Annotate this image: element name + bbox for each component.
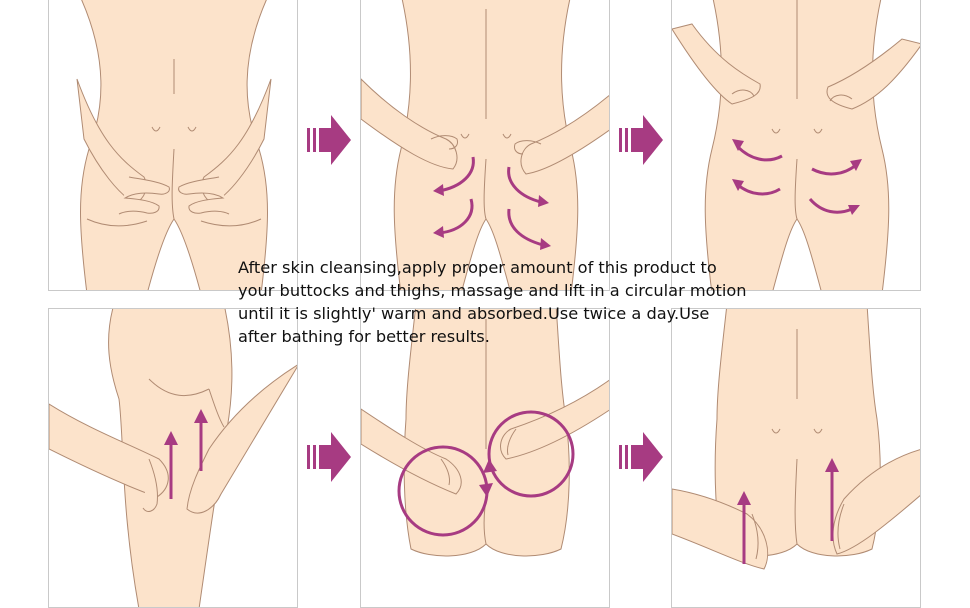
instruction-text: After skin cleansing,apply proper amount… — [238, 258, 747, 346]
step-4-illustration — [49, 309, 297, 607]
step-1-panel — [48, 0, 298, 291]
step-5-illustration — [361, 309, 609, 557]
step-3-illustration — [672, 0, 920, 290]
step-2-illustration — [361, 0, 609, 290]
step-5-panel — [360, 308, 610, 608]
right-arrow-icon — [307, 115, 351, 165]
step-3-panel — [671, 0, 921, 291]
right-arrow-icon — [619, 432, 663, 482]
right-arrow-icon — [307, 432, 351, 482]
step-2-panel — [360, 0, 610, 291]
step-6-illustration — [672, 309, 920, 570]
step-4-panel — [48, 308, 298, 608]
right-arrow-icon — [619, 115, 663, 165]
step-6-panel — [671, 308, 921, 608]
step-1-illustration — [76, 0, 272, 290]
